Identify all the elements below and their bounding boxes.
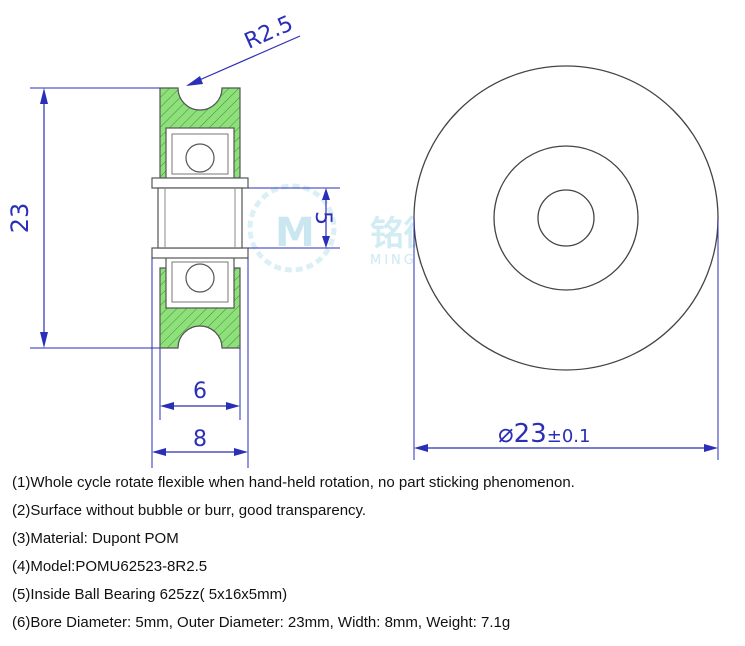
spec-item: (1)Whole cycle rotate flexible when hand… — [12, 474, 575, 491]
bore-circle — [537, 189, 595, 247]
spec-item: (5)Inside Ball Bearing 625zz( 5x16x5mm) — [12, 586, 288, 603]
height-dimension: 23 — [6, 87, 160, 349]
spec-item: (6)Bore Diameter: 5mm, Outer Diameter: 2… — [12, 614, 511, 631]
radius-dimension: R2.5 — [186, 11, 301, 86]
inner-width-dimension: 6 — [159, 348, 241, 420]
technical-drawing: M 铭微轴承 MINGWEIBEARING R2.5 23 — [6, 11, 719, 468]
spec-item: (4)Model:POMU62523-8R2.5 — [12, 558, 208, 575]
diameter-dimension: ⌀23±0.1 — [413, 218, 719, 460]
wheel-section-view — [151, 87, 249, 349]
svg-text:⌀23±0.1: ⌀23±0.1 — [498, 419, 590, 449]
bore-label: 5 — [310, 211, 335, 225]
svg-text:M: M — [275, 210, 315, 256]
diameter-tolerance: ±0.1 — [547, 426, 591, 447]
diameter-symbol: ⌀ — [498, 419, 514, 449]
spec-item: (2)Surface without bubble or burr, good … — [12, 502, 367, 519]
wheel-front-view — [413, 65, 719, 371]
outer-width-label: 8 — [193, 427, 207, 452]
watermark-logo: M — [247, 183, 337, 273]
spec-list: (1)Whole cycle rotate flexible when hand… — [12, 472, 737, 640]
height-label: 23 — [6, 203, 34, 234]
ball-upper — [185, 143, 215, 173]
bore-dimension: 5 — [248, 187, 340, 249]
inner-width-label: 6 — [193, 379, 207, 404]
radius-label: R2.5 — [241, 11, 297, 54]
ball-lower — [185, 263, 215, 293]
diameter-value: 23 — [514, 419, 547, 449]
spec-item: (3)Material: Dupont POM — [12, 530, 179, 547]
outer-width-dimension: 8 — [151, 258, 249, 468]
